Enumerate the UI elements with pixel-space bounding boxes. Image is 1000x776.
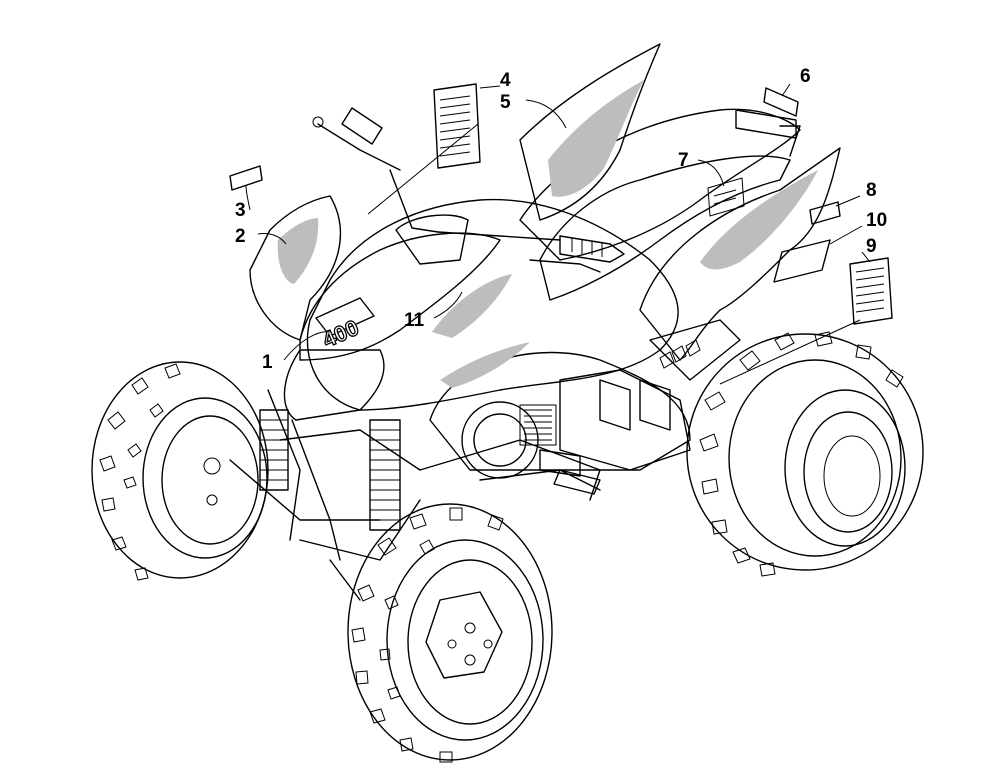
- callout-3: 3: [235, 200, 246, 221]
- decal-label-4: [433, 83, 481, 169]
- callout-6: 6: [800, 66, 811, 87]
- callout-2: 2: [235, 226, 246, 247]
- model-logo-text: 400: [319, 315, 363, 353]
- callout-1: 1: [262, 352, 273, 373]
- callout-10: 10: [866, 210, 887, 231]
- front-left-wheel: [91, 361, 269, 581]
- seat: [519, 108, 801, 301]
- callout-8: 8: [866, 180, 877, 201]
- callout-4: 4: [500, 70, 511, 91]
- rear-right-wheel: [686, 331, 924, 577]
- rear-fender: [639, 147, 841, 381]
- decal-label-8: [809, 201, 841, 225]
- callout-5: 5: [500, 92, 511, 113]
- decal-label-9: [849, 257, 893, 325]
- decal-label-6: [763, 87, 799, 117]
- front-right-wheel: [347, 503, 553, 763]
- front-body: [249, 43, 679, 421]
- leader-lines: [245, 83, 871, 385]
- callout-7: 7: [678, 150, 689, 171]
- decal-label-10: [773, 239, 831, 283]
- decal-label-3: [229, 165, 263, 191]
- callout-9: 9: [866, 236, 877, 257]
- decal-label-7: [707, 177, 745, 217]
- callout-11: 11: [404, 310, 425, 331]
- handlebars: [312, 107, 625, 273]
